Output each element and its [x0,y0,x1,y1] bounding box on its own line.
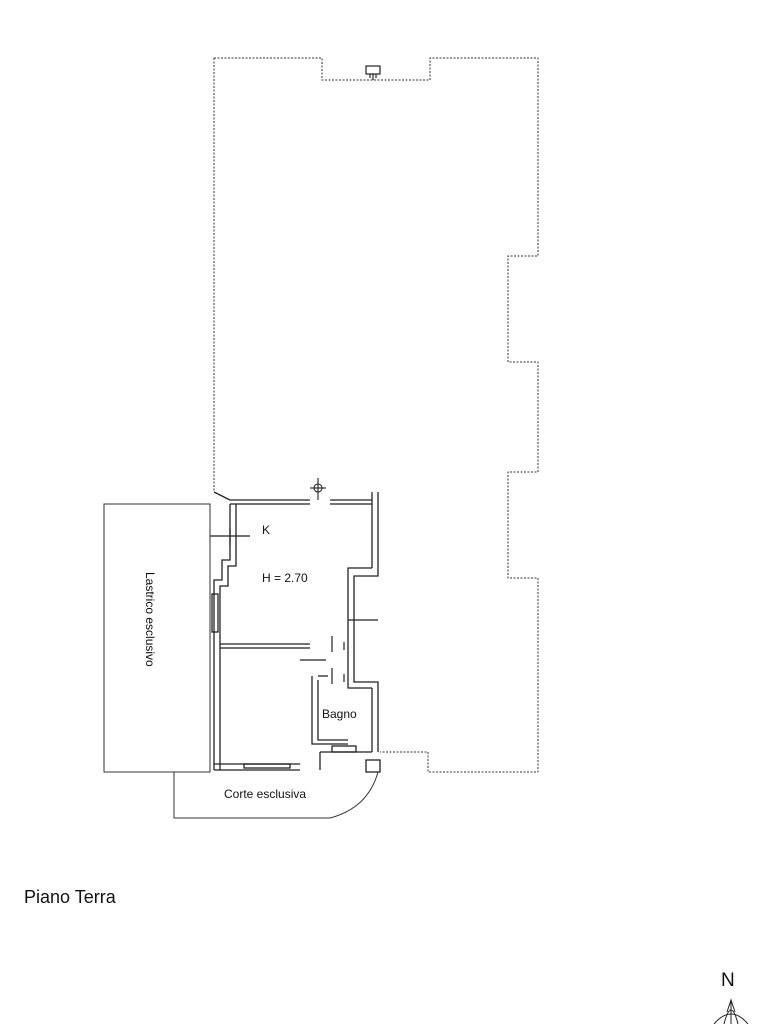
height-label: H = 2.70 [262,571,308,585]
north-label: N [721,970,735,991]
courtyard-outline [173,771,379,819]
terrace-label: Lastrico esclusivo [143,572,157,667]
entrance-door-symbol [310,478,326,500]
top-entrance-symbol [365,65,381,80]
floor-title: Piano Terra [24,887,116,907]
terrace-outline [103,503,211,773]
bathroom-label: Bagno [322,707,357,721]
kitchen-label: K [262,523,270,537]
opening-marks [210,528,345,684]
compass-rose-icon [713,998,749,1024]
courtyard-label: Corte esclusiva [224,787,306,801]
apartment-walls [211,491,379,771]
entry-pillar [365,759,381,773]
building-outline [214,57,539,773]
